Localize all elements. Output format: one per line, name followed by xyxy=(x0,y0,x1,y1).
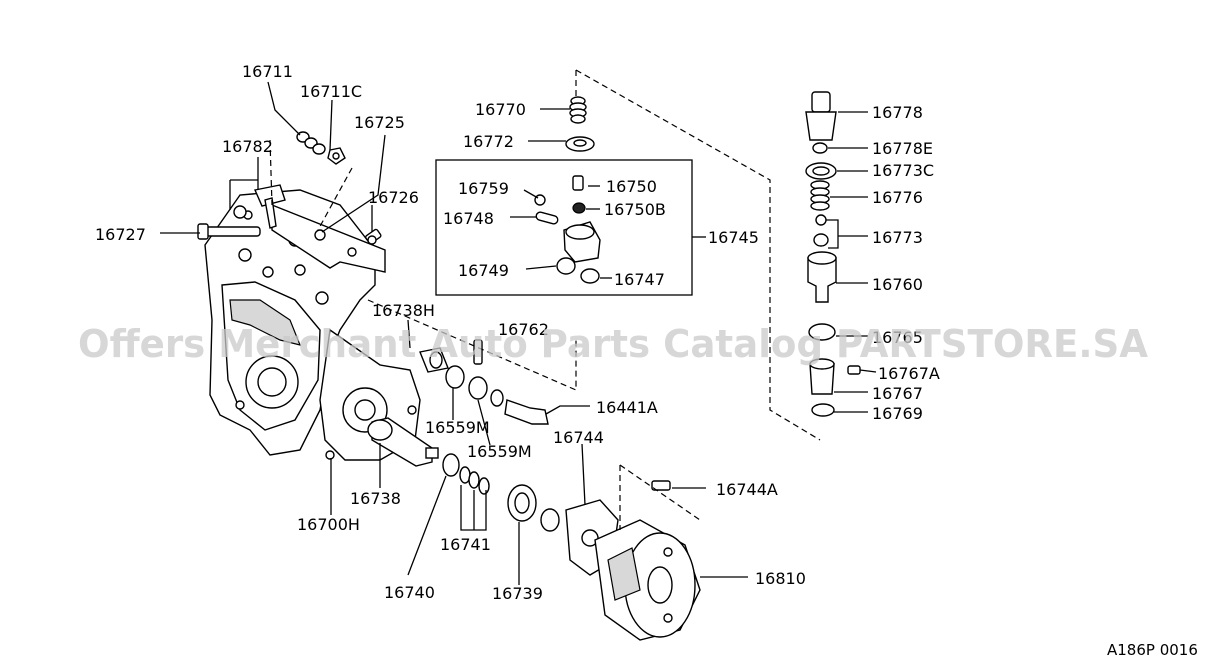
pin-16748[interactable] xyxy=(535,211,559,225)
label-16744[interactable]: 16744 xyxy=(553,428,604,447)
figure-code: A186P 0016 xyxy=(1107,641,1198,659)
barrel-16760[interactable] xyxy=(807,251,837,303)
label-16767[interactable]: 16767 xyxy=(872,384,923,403)
label-16559M-b[interactable]: 16559M xyxy=(467,442,532,461)
sleeve-16747[interactable] xyxy=(580,268,600,284)
label-16748[interactable]: 16748 xyxy=(443,209,494,228)
label-16726[interactable]: 16726 xyxy=(368,188,419,207)
end-housing-16810[interactable] xyxy=(594,519,701,641)
screw-16750[interactable] xyxy=(572,175,584,191)
nut-16750B[interactable] xyxy=(572,202,586,214)
label-16776[interactable]: 16776 xyxy=(872,188,923,207)
part-number-labels: 16711 16711C 16725 16782 16726 16727 167… xyxy=(95,62,940,603)
nut-16711C[interactable] xyxy=(327,147,346,165)
label-16559M-a[interactable]: 16559M xyxy=(425,418,490,437)
connector-16778[interactable] xyxy=(805,91,837,141)
shim-16741[interactable] xyxy=(459,466,490,495)
label-16738[interactable]: 16738 xyxy=(350,489,401,508)
label-16750[interactable]: 16750 xyxy=(606,177,657,196)
label-16773[interactable]: 16773 xyxy=(872,228,923,247)
label-16778E[interactable]: 16778E xyxy=(872,139,933,158)
label-16700H[interactable]: 16700H xyxy=(297,515,360,534)
label-16711[interactable]: 16711 xyxy=(242,62,293,81)
label-16739[interactable]: 16739 xyxy=(492,584,543,603)
washer-16769[interactable] xyxy=(811,403,835,417)
cover-plate-16725[interactable] xyxy=(271,203,386,273)
label-16711C[interactable]: 16711C xyxy=(300,82,362,101)
label-16770[interactable]: 16770 xyxy=(475,100,526,119)
label-16744A[interactable]: 16744A xyxy=(716,480,778,499)
screw-16726[interactable] xyxy=(365,228,382,245)
bearing-16739[interactable] xyxy=(507,484,537,522)
seal-16740[interactable] xyxy=(442,453,460,477)
label-16767A[interactable]: 16767A xyxy=(878,364,940,383)
bolt-16762[interactable] xyxy=(473,339,483,365)
washer-16772[interactable] xyxy=(565,136,595,152)
label-16745[interactable]: 16745 xyxy=(708,228,759,247)
washer-16744-inner[interactable] xyxy=(540,508,560,532)
label-16727[interactable]: 16727 xyxy=(95,225,146,244)
label-16749[interactable]: 16749 xyxy=(458,261,509,280)
label-16760[interactable]: 16760 xyxy=(872,275,923,294)
screw-16744A[interactable] xyxy=(651,480,671,491)
washer-16778E[interactable] xyxy=(812,142,828,154)
screw-16767A[interactable] xyxy=(847,365,861,375)
spring-16776[interactable] xyxy=(810,180,830,211)
spring-16770[interactable] xyxy=(569,96,587,124)
drive-shaft-16738[interactable] xyxy=(367,417,439,467)
bracket-16782[interactable] xyxy=(233,184,286,229)
label-16441A[interactable]: 16441A xyxy=(596,398,658,417)
spring-16711[interactable] xyxy=(296,131,326,155)
valve-16441A[interactable] xyxy=(504,399,549,425)
label-16759[interactable]: 16759 xyxy=(458,179,509,198)
roller-16749[interactable] xyxy=(556,257,576,275)
lever-16745[interactable] xyxy=(563,221,601,263)
ring-16765[interactable] xyxy=(808,323,836,341)
label-16782[interactable]: 16782 xyxy=(222,137,273,156)
label-16810[interactable]: 16810 xyxy=(755,569,806,588)
label-16762[interactable]: 16762 xyxy=(498,320,549,339)
label-16725[interactable]: 16725 xyxy=(354,113,405,132)
valve-16773[interactable] xyxy=(813,214,829,247)
sleeve-16767[interactable] xyxy=(809,358,835,395)
label-16778[interactable]: 16778 xyxy=(872,103,923,122)
ring-16773C[interactable] xyxy=(805,162,837,180)
label-16769[interactable]: 16769 xyxy=(872,404,923,423)
ring-16559M-upper[interactable] xyxy=(445,365,488,400)
leader-lines xyxy=(160,81,877,585)
label-16773C[interactable]: 16773C xyxy=(872,161,934,180)
assembly-guide-lines xyxy=(269,69,821,530)
label-16741[interactable]: 16741 xyxy=(440,535,491,554)
label-16772[interactable]: 16772 xyxy=(463,132,514,151)
plug-16738H[interactable] xyxy=(419,347,449,373)
ring-16559M-lower[interactable] xyxy=(490,389,504,407)
label-16738H[interactable]: 16738H xyxy=(372,301,435,320)
bolt-16727[interactable] xyxy=(197,223,261,240)
watermark-text: Offers Merchant Auto Parts Catalog PARTS… xyxy=(78,322,1149,366)
governor-assembly-box-16745 xyxy=(435,159,693,296)
label-16747[interactable]: 16747 xyxy=(614,270,665,289)
label-16750B[interactable]: 16750B xyxy=(604,200,666,219)
label-16740[interactable]: 16740 xyxy=(384,583,435,602)
label-16765[interactable]: 16765 xyxy=(872,328,923,347)
